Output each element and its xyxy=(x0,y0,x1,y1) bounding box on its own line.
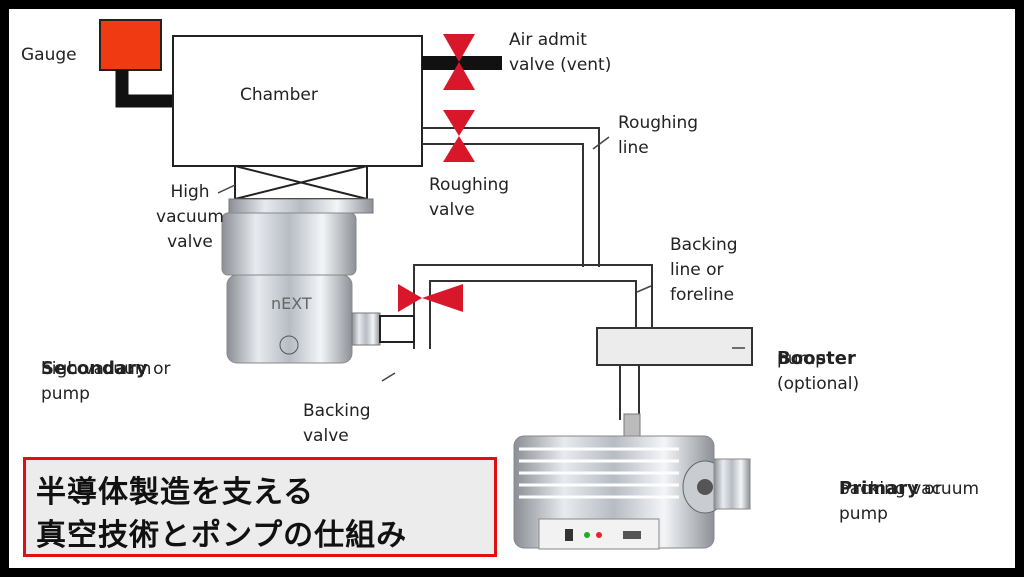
primary-rest: or xyxy=(918,479,942,499)
svg-text:nEXT: nEXT xyxy=(271,294,312,313)
roughing-line-pipe xyxy=(422,127,600,267)
secondary-bold: Secondary xyxy=(41,358,148,379)
roughing-valve-icon xyxy=(443,110,475,162)
primary-pump-label: Primary or xyxy=(839,451,942,502)
primary-pump-sublabel: backing vacuum pump xyxy=(839,479,980,524)
diagram-frame: nEXT xyxy=(9,9,1015,568)
gauge-box xyxy=(99,19,162,71)
chamber-box xyxy=(172,35,423,167)
primary-pump-image xyxy=(513,413,751,550)
vacuum-system-diagram: nEXT xyxy=(99,19,753,550)
turbo-pump-image: nEXT xyxy=(221,198,415,364)
gauge-connector xyxy=(115,70,173,108)
vent-pipe xyxy=(422,56,502,70)
chamber-label: Chamber xyxy=(240,85,318,105)
booster-to-primary-pipe xyxy=(619,365,640,420)
secondary-pump-label: Secondary or xyxy=(41,331,170,382)
booster-pump-label: Booster xyxy=(777,321,856,372)
air-admit-label: Air admit valve (vent) xyxy=(509,30,612,75)
backing-valve-label: Backing valve xyxy=(303,401,371,446)
primary-bold: Primary xyxy=(839,478,919,499)
backing-valve-icon xyxy=(398,284,463,312)
roughing-valve-label: Roughing valve xyxy=(429,175,510,220)
gauge-label: Gauge xyxy=(21,45,77,65)
high-vacuum-valve-label: High vacuum valve xyxy=(156,182,224,252)
booster-pump-box xyxy=(596,327,753,366)
leader-lines xyxy=(217,136,745,382)
booster-bold: Booster xyxy=(777,348,856,369)
backing-line-pipe xyxy=(413,264,653,349)
secondary-pump-sublabel: high vacuum pump xyxy=(41,359,152,404)
air-admit-valve-icon xyxy=(443,34,475,90)
backing-line-label: Backing line or foreline xyxy=(670,235,738,305)
secondary-rest: or xyxy=(147,359,171,379)
banner-line-1: 半導体製造を支える xyxy=(36,475,315,510)
title-banner: 半導体製造を支える 真空技術とポンプの仕組み xyxy=(23,457,497,557)
roughing-line-label: Roughing line xyxy=(618,113,699,158)
booster-pump-sublabel: pump (optional) xyxy=(777,349,860,394)
high-vacuum-valve-icon xyxy=(234,165,368,200)
banner-line-2: 真空技術とポンプの仕組み xyxy=(36,518,408,553)
